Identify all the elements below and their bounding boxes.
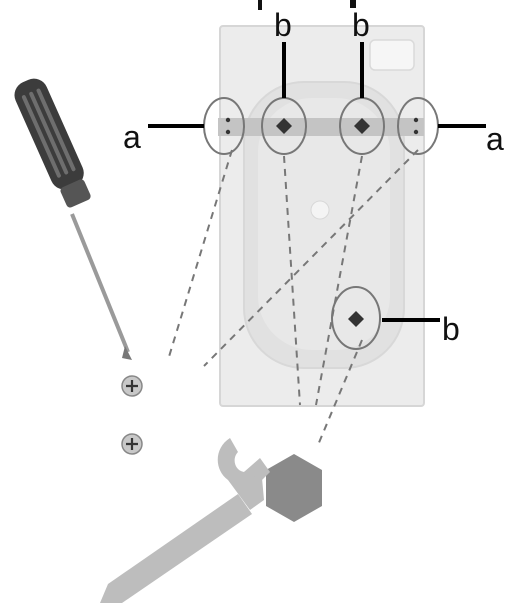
label-b-3: b [442,311,460,347]
phillips-screw-icon [121,375,143,397]
mounting-rail [218,118,424,136]
wrench-icon [100,438,270,603]
hex-nut-icon [266,454,322,522]
phillips-screw-icon-2 [121,433,143,455]
screwdriver-icon [14,78,132,360]
appliance-panel [219,25,425,407]
label-a-left: a [123,119,141,155]
hole-markers [225,117,419,327]
callout-leaders [148,42,486,322]
callout-circle-b-3 [331,286,381,350]
label-b-2: b [352,7,370,43]
clipped-heading-fragment [258,0,356,10]
dashed-lead-lines [167,149,419,446]
label-a-right: a [486,121,504,157]
label-b-1: b [274,7,292,43]
